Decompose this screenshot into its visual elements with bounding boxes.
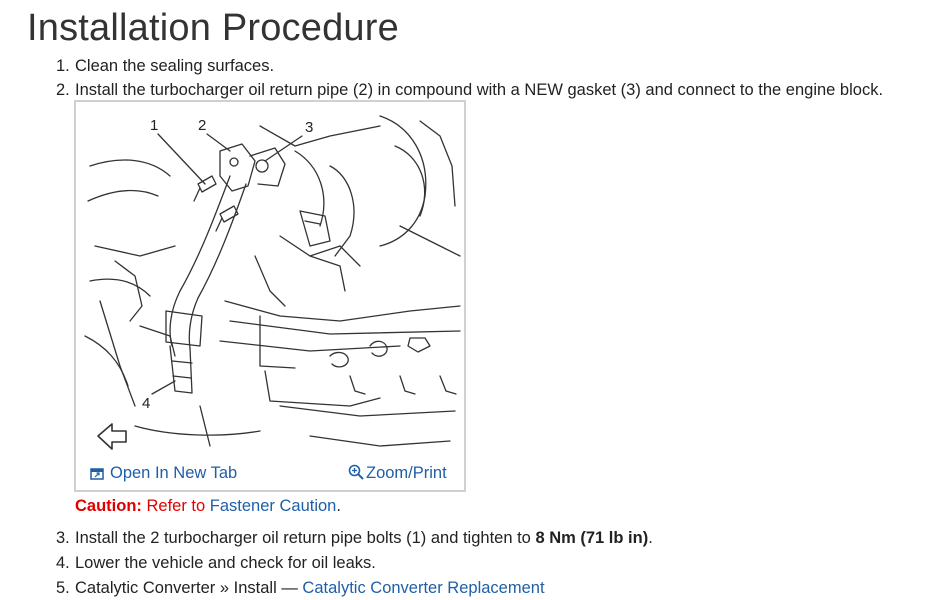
step-number: 2. [56, 81, 70, 99]
step-text: Catalytic Converter » Install — [75, 579, 303, 597]
callout-1: 1 [150, 117, 158, 134]
catalytic-converter-replacement-link[interactable]: Catalytic Converter Replacement [302, 579, 545, 597]
step-4: 4. Lower the vehicle and check for oil le… [56, 553, 376, 573]
callout-3: 3 [305, 119, 313, 136]
engine-illustration: 1 2 3 4 [84, 115, 461, 450]
step-number: 1. [56, 57, 70, 75]
step-number: 5. [56, 579, 70, 597]
caution-text: Refer to [141, 497, 210, 515]
step-text: Install the turbocharger oil return pipe… [75, 81, 884, 99]
zoom-print-label: Zoom/Print [366, 464, 447, 482]
step-text: Install the 2 turbocharger oil return pi… [75, 529, 536, 547]
step-number: 3. [56, 529, 70, 547]
step-5: 5. Catalytic Converter » Install — Cataly… [56, 578, 545, 598]
step-text-end: . [648, 529, 653, 547]
zoom-print-link[interactable]: Zoom/Print [348, 464, 447, 483]
open-in-new-tab-link[interactable]: Open In New Tab [90, 464, 237, 483]
caution-label: Caution: [75, 497, 142, 515]
figure-toolbar: Open In New Tab Zoom/Print [76, 458, 464, 490]
fastener-caution-link[interactable]: Fastener Caution [209, 497, 337, 515]
callout-2: 2 [198, 117, 206, 134]
page-title: Installation Procedure [27, 7, 399, 49]
caution-end: . [336, 497, 341, 515]
caution-note: Caution: Refer to Fastener Caution. [75, 496, 341, 516]
step-text: Lower the vehicle and check for oil leak… [75, 554, 376, 572]
step-2: 2. Install the turbocharger oil return pi… [56, 80, 883, 100]
callout-4: 4 [142, 395, 150, 412]
zoom-icon [348, 464, 364, 480]
step-3: 3. Install the 2 turbocharger oil return … [56, 528, 653, 548]
step-number: 4. [56, 554, 70, 572]
open-tab-label: Open In New Tab [110, 464, 238, 482]
step-1: 1. Clean the sealing surfaces. [56, 56, 274, 76]
torque-spec: 8 Nm (71 lb in) [535, 529, 649, 547]
open-tab-icon [90, 468, 104, 480]
step-text: Clean the sealing surfaces. [75, 57, 275, 75]
procedure-figure: 1 2 3 4 Open In New Tab Zoom/Print [74, 100, 466, 492]
